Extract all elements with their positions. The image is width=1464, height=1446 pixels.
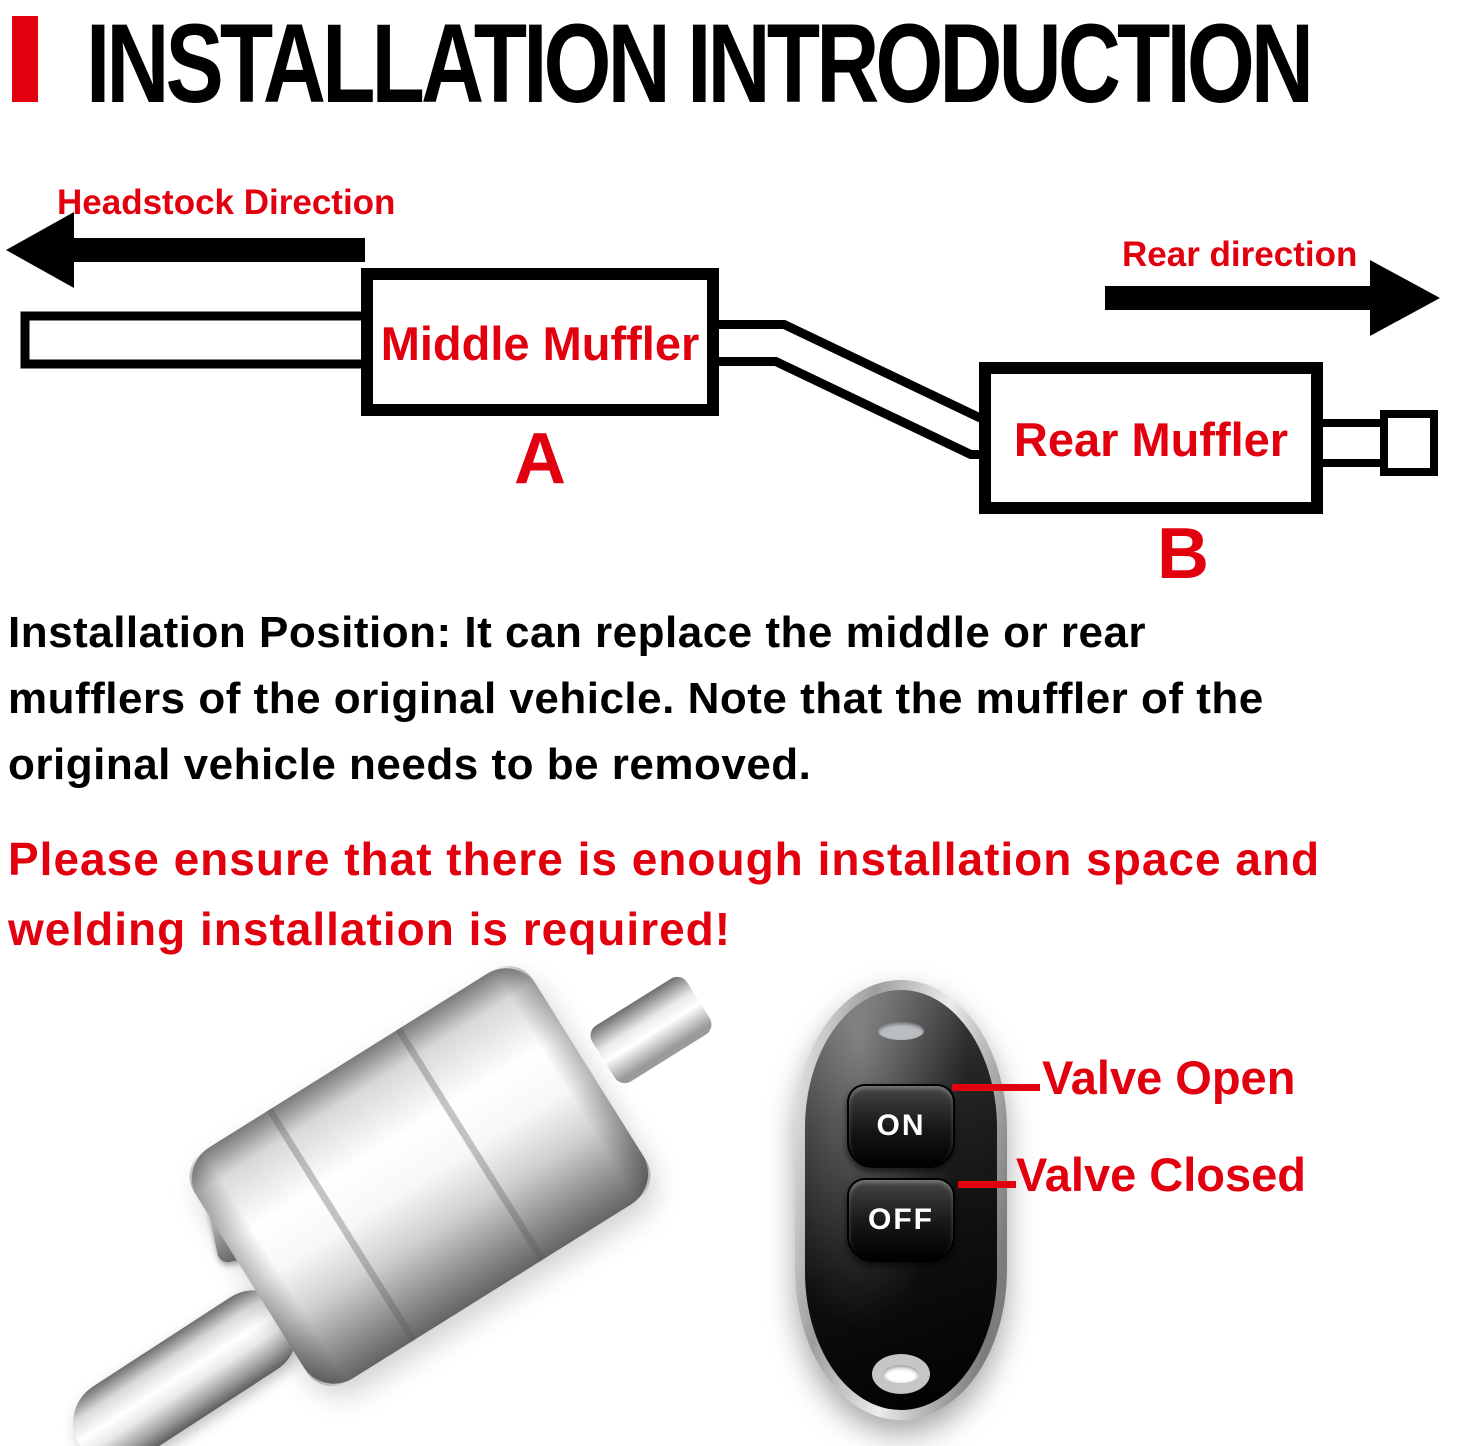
weld-band [395, 1027, 546, 1262]
middle-muffler-box [361, 268, 719, 416]
muffler-outlet-pipe [586, 972, 716, 1088]
headstock-arrow-shaft [60, 238, 365, 262]
valve-open-callout-line [952, 1084, 1040, 1091]
rear-arrow-shaft [1105, 286, 1375, 310]
paragraph-line: Installation Position: It can replace th… [8, 608, 1147, 657]
rear-direction-label: Rear direction [1122, 235, 1357, 274]
exhaust-layout-diagram: Headstock Direction Rear direction Middl… [6, 183, 1440, 594]
remote-on-button: ON [847, 1084, 955, 1168]
remote-led-indicator [878, 1022, 924, 1040]
rear-muffler-box [979, 362, 1323, 514]
muffler-photo [30, 945, 730, 1446]
middle-muffler-label: Middle Muffler [381, 317, 700, 370]
remote-off-button: OFF [847, 1178, 955, 1262]
paragraph-line: welding installation is required! [8, 903, 732, 955]
rear-arrow-head [1370, 260, 1440, 336]
headstock-direction-label: Headstock Direction [57, 183, 395, 222]
paragraph-line: original vehicle needs to be removed. [8, 740, 812, 789]
warning-paragraph: Please ensure that there is enough insta… [8, 824, 1320, 964]
tail-pipe-tip [1380, 410, 1438, 476]
remote-keyring-hole [872, 1354, 930, 1394]
label-a: A [514, 419, 566, 499]
label-b: B [1157, 514, 1209, 594]
valve-closed-label: Valve Closed [1016, 1148, 1306, 1201]
rear-muffler-label: Rear Muffler [1014, 413, 1288, 466]
page-title: INSTALLATION INTRODUCTION [86, 1, 1314, 126]
title-red-accent-bar [12, 16, 38, 102]
paragraph-line: Please ensure that there is enough insta… [8, 833, 1321, 885]
paragraph-line: mufflers of the original vehicle. Note t… [8, 674, 1264, 723]
valve-open-label: Valve Open [1042, 1051, 1296, 1104]
headstock-arrow-head [6, 212, 74, 288]
front-pipe [20, 311, 380, 369]
remote-photo: ON OFF [770, 960, 1464, 1446]
valve-closed-callout-line [958, 1181, 1016, 1188]
installation-position-paragraph: Installation Position: It can replace th… [8, 600, 1264, 798]
remote-body: ON OFF [805, 990, 997, 1410]
remote-chrome-shell: ON OFF [795, 980, 1007, 1420]
